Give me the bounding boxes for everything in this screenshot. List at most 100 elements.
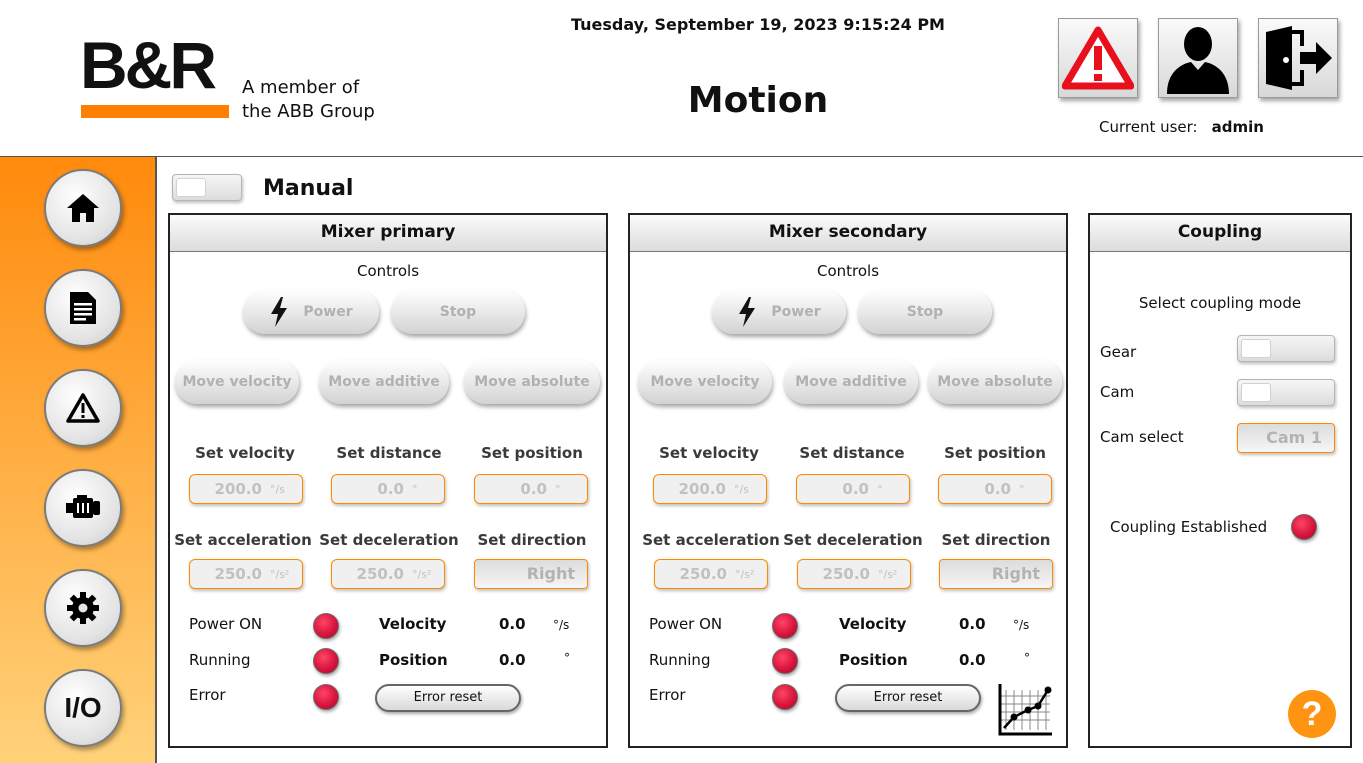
header-bar: B&R A member of the ABB Group Tuesday, S… xyxy=(0,0,1363,157)
set-direction-label: Set direction xyxy=(941,531,1051,549)
set-acceleration-input[interactable]: 250.0°/s² xyxy=(189,559,303,589)
cam-label: Cam xyxy=(1100,383,1135,401)
toggle-knob xyxy=(1241,383,1271,402)
coupling-established-indicator xyxy=(1291,514,1317,540)
move-additive-button[interactable]: Move additive xyxy=(784,360,918,404)
sidebar-item-motion[interactable] xyxy=(44,469,122,547)
manual-mode-toggle[interactable] xyxy=(172,174,242,201)
power-button[interactable]: Power xyxy=(712,290,846,334)
set-distance-input[interactable]: 0.0° xyxy=(331,474,445,504)
logout-icon xyxy=(1266,26,1332,90)
set-velocity-input[interactable]: 200.0°/s xyxy=(189,474,303,504)
document-icon xyxy=(70,292,96,324)
set-deceleration-input[interactable]: 250.0°/s² xyxy=(797,559,911,589)
power-bolt-icon xyxy=(271,297,288,327)
set-position-label: Set position xyxy=(481,444,583,462)
position-value: 0.0 xyxy=(499,651,526,669)
select-coupling-mode-label: Select coupling mode xyxy=(1138,294,1302,312)
velocity-label: Velocity xyxy=(379,615,447,633)
power-on-label: Power ON xyxy=(649,615,723,633)
position-unit: ° xyxy=(1024,651,1030,665)
sidebar-item-reports[interactable] xyxy=(44,269,122,347)
logo-tagline: A member of the ABB Group xyxy=(242,77,375,122)
logout-button[interactable] xyxy=(1258,18,1338,98)
sidebar-item-io[interactable]: I/O xyxy=(44,669,122,747)
home-icon xyxy=(67,194,99,222)
stop-button[interactable]: Stop xyxy=(858,290,992,334)
coupling-established-label: Coupling Established xyxy=(1110,518,1268,536)
panel-title: Coupling xyxy=(1090,215,1350,252)
trace-chart-icon xyxy=(998,684,1052,736)
sidebar-item-io-label: I/O xyxy=(64,692,102,723)
error-reset-button[interactable]: Error reset xyxy=(835,684,981,712)
cam-toggle[interactable] xyxy=(1237,379,1335,406)
cam-select-dropdown[interactable]: Cam 1 xyxy=(1237,423,1335,453)
set-acceleration-input[interactable]: 250.0°/s² xyxy=(654,559,768,589)
velocity-label: Velocity xyxy=(839,615,907,633)
user-button[interactable] xyxy=(1158,18,1238,98)
velocity-value: 0.0 xyxy=(499,615,526,633)
set-velocity-label: Set velocity xyxy=(195,444,295,462)
error-reset-button[interactable]: Error reset xyxy=(375,684,521,712)
axis-panel-primary: Mixer primary Controls Power Stop Move v… xyxy=(168,213,608,748)
running-label: Running xyxy=(189,651,251,669)
current-user: Current user:admin xyxy=(1099,118,1264,136)
sidebar-item-home[interactable] xyxy=(44,169,122,247)
set-velocity-input[interactable]: 200.0°/s xyxy=(653,474,767,504)
current-user-name: admin xyxy=(1211,118,1264,136)
warning-icon xyxy=(1062,26,1134,90)
set-deceleration-input[interactable]: 250.0°/s² xyxy=(331,559,445,589)
toggle-knob xyxy=(1241,339,1271,358)
page-title: Motion xyxy=(687,80,829,121)
set-distance-label: Set distance xyxy=(336,444,442,462)
manual-mode-label: Manual xyxy=(263,176,354,201)
logo-underline xyxy=(81,105,229,118)
controls-label: Controls xyxy=(356,262,420,280)
gear-icon xyxy=(67,592,99,624)
sidebar-nav: I/O xyxy=(0,157,157,763)
help-button[interactable]: ? xyxy=(1288,690,1336,738)
set-position-input[interactable]: 0.0° xyxy=(474,474,588,504)
error-indicator xyxy=(772,684,798,710)
running-indicator xyxy=(772,648,798,674)
set-direction-select[interactable]: Right xyxy=(939,559,1053,589)
stop-button[interactable]: Stop xyxy=(391,290,525,334)
panel-title: Mixer primary xyxy=(170,215,606,252)
sidebar-item-settings[interactable] xyxy=(44,569,122,647)
coupling-panel: Coupling Select coupling mode Gear Cam C… xyxy=(1088,213,1352,748)
position-label: Position xyxy=(379,651,448,669)
set-position-label: Set position xyxy=(944,444,1046,462)
move-velocity-button[interactable]: Move velocity xyxy=(175,360,299,404)
panel-title: Mixer secondary xyxy=(630,215,1066,252)
alarm-icon xyxy=(66,393,100,423)
set-direction-select[interactable]: Right xyxy=(474,559,588,589)
set-distance-input[interactable]: 0.0° xyxy=(796,474,910,504)
set-acceleration-label: Set acceleration xyxy=(174,531,312,549)
set-deceleration-label: Set deceleration xyxy=(783,531,923,549)
date-time: Tuesday, September 19, 2023 9:15:24 PM xyxy=(571,15,945,34)
set-position-input[interactable]: 0.0° xyxy=(938,474,1052,504)
move-velocity-button[interactable]: Move velocity xyxy=(638,360,772,404)
gear-toggle[interactable] xyxy=(1237,335,1335,362)
power-button[interactable]: Power xyxy=(243,290,379,334)
move-additive-button[interactable]: Move additive xyxy=(319,360,449,404)
alarm-button[interactable] xyxy=(1058,18,1138,98)
position-unit: ° xyxy=(564,651,570,665)
set-velocity-label: Set velocity xyxy=(659,444,759,462)
gear-label: Gear xyxy=(1100,343,1137,361)
set-direction-label: Set direction xyxy=(477,531,587,549)
set-distance-label: Set distance xyxy=(799,444,905,462)
move-absolute-button[interactable]: Move absolute xyxy=(464,360,600,404)
power-bolt-icon xyxy=(739,297,756,327)
sidebar-item-alarms[interactable] xyxy=(44,369,122,447)
move-absolute-button[interactable]: Move absolute xyxy=(928,360,1062,404)
toggle-knob xyxy=(176,178,206,197)
running-indicator xyxy=(313,648,339,674)
error-label: Error xyxy=(189,686,226,704)
velocity-unit: °/s xyxy=(553,618,570,632)
logo-wordmark: B&R xyxy=(80,28,217,102)
power-on-indicator xyxy=(772,613,798,639)
running-label: Running xyxy=(649,651,711,669)
trace-chart-button[interactable] xyxy=(996,682,1052,738)
motor-icon xyxy=(66,495,100,518)
